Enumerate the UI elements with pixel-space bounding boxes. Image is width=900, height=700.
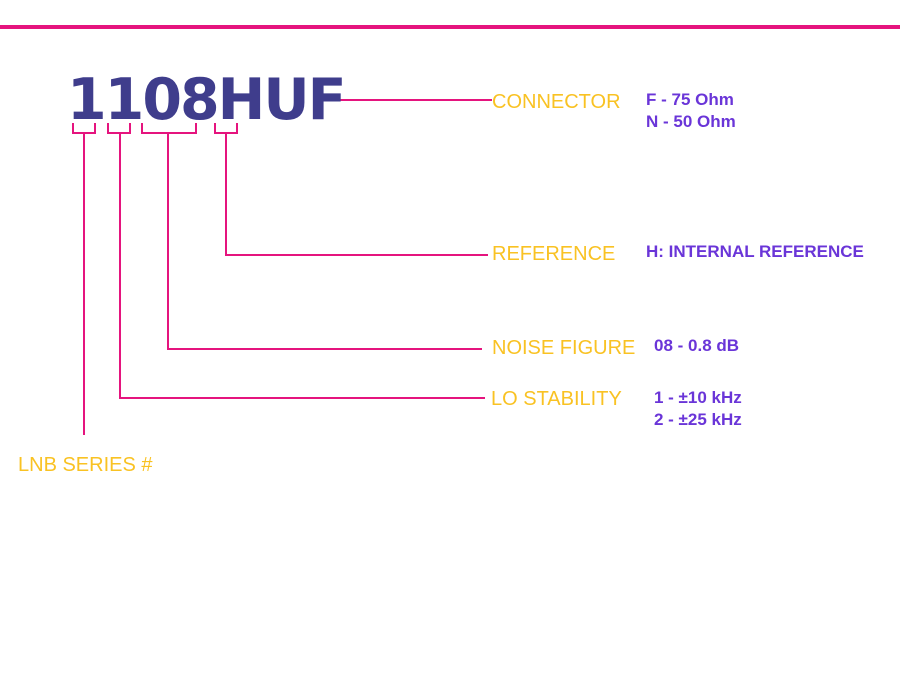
leader-lo-stability xyxy=(119,133,485,399)
top-accent-rule xyxy=(0,25,900,29)
reference-label: REFERENCE xyxy=(492,243,616,265)
leader-noise-figure xyxy=(167,133,482,350)
connector-label: CONNECTOR xyxy=(492,91,621,113)
connector-value-n: N - 50 Ohm xyxy=(646,112,736,131)
noise-figure-label: NOISE FIGURE xyxy=(492,337,636,359)
lnb-series-label: LNB SERIES # xyxy=(18,454,153,476)
leader-reference xyxy=(225,133,488,256)
part-number: 1108HUF xyxy=(67,67,347,133)
connector-value-f: F - 75 Ohm xyxy=(646,90,734,109)
lo-stability-value-1: 1 - ±10 kHz xyxy=(654,388,742,407)
lo-stability-value-2: 2 - ±25 kHz xyxy=(654,410,742,429)
reference-value: H: INTERNAL REFERENCE xyxy=(646,242,864,261)
noise-figure-value: 08 - 0.8 dB xyxy=(654,336,740,355)
lo-stability-label: LO STABILITY xyxy=(491,388,622,410)
